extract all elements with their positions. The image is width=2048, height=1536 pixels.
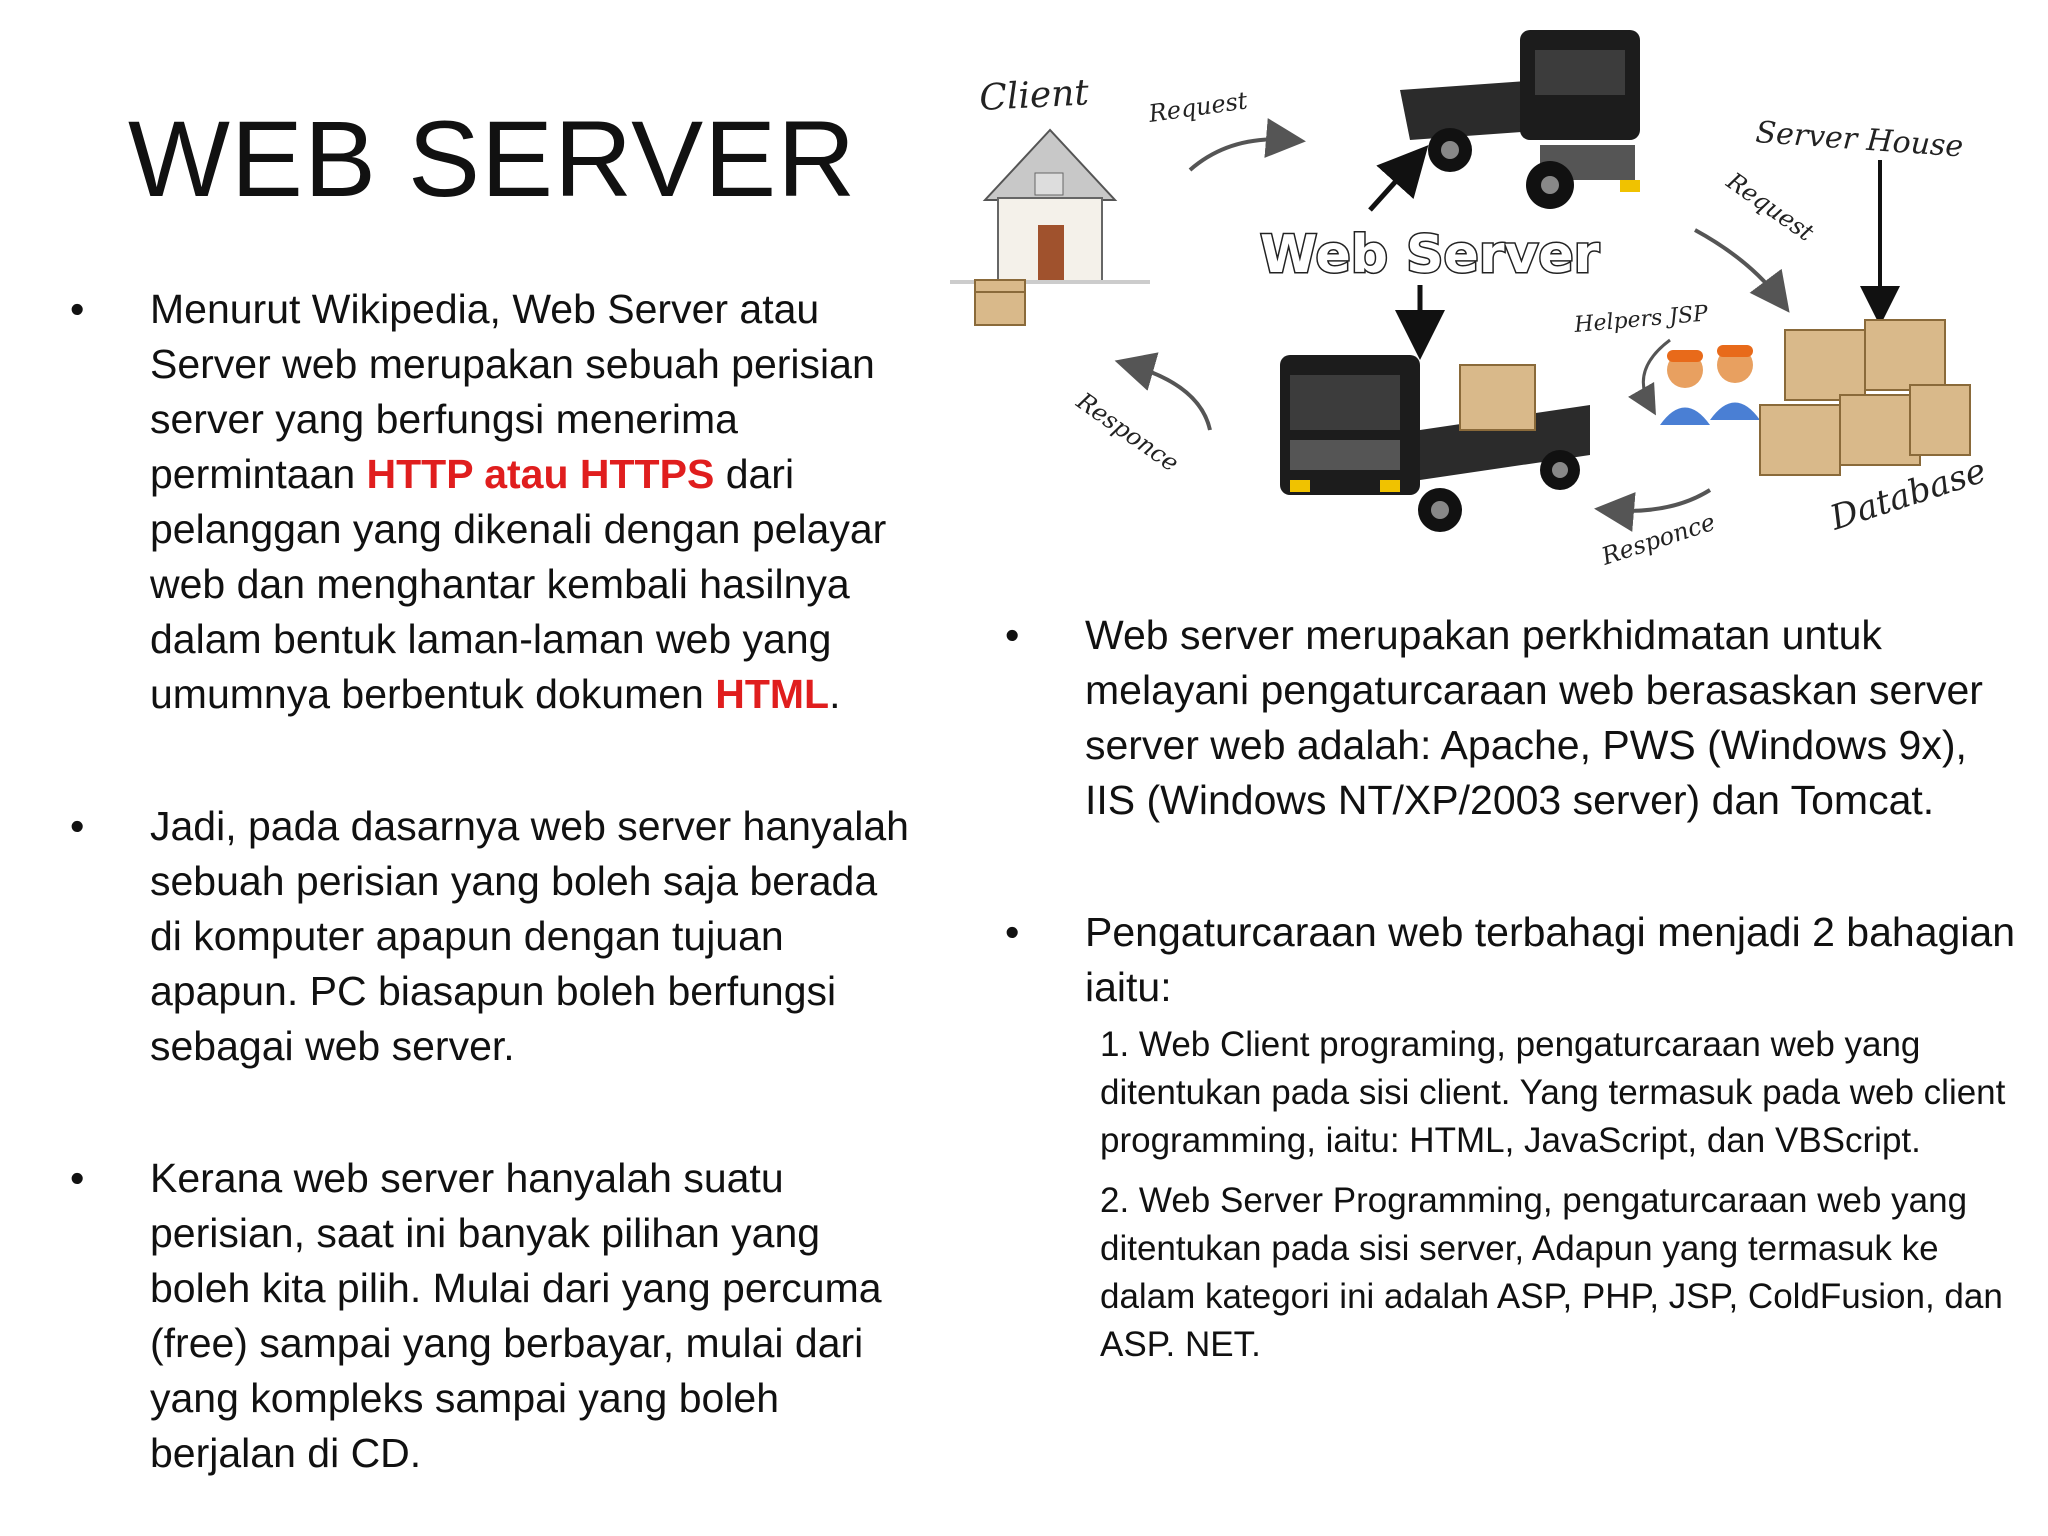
diagram-label-web-server: Web Server xyxy=(1260,225,1600,285)
diagram-label-responce-2: Responce xyxy=(1597,508,1718,570)
right-bullet-2-text: Pengaturcaraan web terbahagi menjadi 2 b… xyxy=(1085,909,2016,1010)
sub-item-client-programming: 1. Web Client programing, pengaturcaraan… xyxy=(1100,1025,2006,1160)
slide-title: WEB SERVER xyxy=(128,98,857,219)
left-bullet-1-highlight-html: HTML xyxy=(715,671,830,717)
left-bullet-3-text: Kerana web server hanyalah suatu perisia… xyxy=(150,1155,882,1476)
bullet-dot: • xyxy=(70,803,85,849)
truck-bottom-icon xyxy=(1280,355,1590,532)
left-bullet-1: • Menurut Wikipedia, Web Server atau Ser… xyxy=(60,282,920,722)
database-boxes-icon xyxy=(1759,319,1971,476)
diagram-label-request-1: Request xyxy=(1146,86,1250,128)
right-bullet-1: • Web server merupakan perkhidmatan untu… xyxy=(995,608,2015,828)
arrow-to-top-truck xyxy=(1368,145,1429,212)
helpers-people-icon xyxy=(1660,345,1760,425)
diagram-label-responce-1: Responce xyxy=(1071,386,1184,477)
left-column: • Menurut Wikipedia, Web Server atau Ser… xyxy=(60,282,920,1481)
diagram-label-request-2: Request xyxy=(1721,166,1819,247)
diagram-label-server-house: Server House xyxy=(1754,115,1964,164)
diagram-label-helpers: Helpers JSP xyxy=(1572,301,1710,338)
helpers-arrow xyxy=(1628,338,1671,416)
left-bullet-1-text-2: dari pelanggan yang dikenali dengan pela… xyxy=(150,451,887,717)
truck-top-icon xyxy=(1400,30,1640,209)
left-bullet-3: • Kerana web server hanyalah suatu peris… xyxy=(60,1151,920,1481)
right-bullet-2: • Pengaturcaraan web terbahagi menjadi 2… xyxy=(995,905,2015,1015)
bullet-dot: • xyxy=(1005,612,1020,658)
right-bullet-1-text: Web server merupakan perkhidmatan untuk … xyxy=(1085,612,1983,823)
sub-item-server-programming: 2. Web Server Programming, pengaturcaraa… xyxy=(1100,1181,2003,1364)
web-server-diagram: Client Request Web Server Server House R… xyxy=(950,30,1990,570)
responce-arrow-2 xyxy=(1594,488,1712,532)
request-arrow-1 xyxy=(1188,118,1306,172)
house-icon xyxy=(950,128,1150,284)
left-bullet-2-text: Jadi, pada dasarnya web server hanyalah … xyxy=(150,803,909,1069)
left-bullet-2: • Jadi, pada dasarnya web server hanyala… xyxy=(60,799,920,1074)
left-bullet-1-text: Menurut Wikipedia, Web Server atau Serve… xyxy=(150,286,875,497)
right-column: • Web server merupakan perkhidmatan untu… xyxy=(995,608,2015,1369)
bullet-dot: • xyxy=(70,1155,85,1201)
left-bullet-1-highlight-http: HTTP atau HTTPS xyxy=(366,451,715,497)
bullet-dot: • xyxy=(1005,909,1020,955)
left-bullet-1-text-3: . xyxy=(829,671,841,717)
request-arrow-2 xyxy=(1694,228,1790,313)
diagram-label-client: Client xyxy=(978,72,1090,119)
responce-arrow-1 xyxy=(1114,352,1212,431)
bullet-dot: • xyxy=(70,286,85,332)
small-box-icon xyxy=(974,279,1026,326)
